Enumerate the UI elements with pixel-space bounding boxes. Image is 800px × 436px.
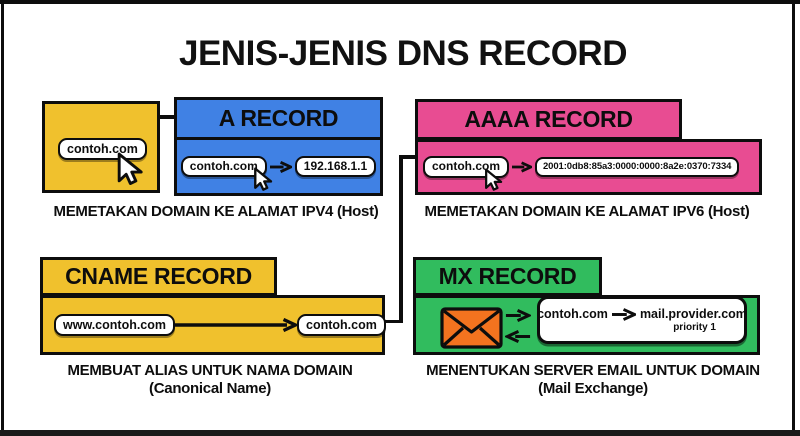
page-title: JENIS-JENIS DNS RECORD bbox=[179, 34, 627, 73]
mx-mapping-card: contoh.com mail.provider.com priority 1 bbox=[537, 296, 747, 344]
cname-record-box: www.contoh.com contoh.com bbox=[40, 295, 386, 355]
mx-mapping-row: contoh.com mail.provider.com bbox=[537, 307, 747, 321]
a-record-caption: MEMETAKAN DOMAIN KE ALAMAT IPV4 (Host) bbox=[53, 203, 379, 220]
source-domain-pill: contoh.com bbox=[58, 138, 147, 161]
mouse-cursor-icon bbox=[117, 152, 143, 185]
mouse-cursor-icon bbox=[485, 168, 503, 191]
arrow-left-icon bbox=[505, 330, 531, 343]
mx-target-text: mail.provider.com bbox=[639, 307, 747, 321]
aaaa-record-box: contoh.com 2001:0db8:85a3:0000:0000:8a2e… bbox=[415, 139, 762, 195]
arrow-right-icon bbox=[505, 309, 531, 322]
cname-record-caption: MEMBUAT ALIAS UNTUK NAMA DOMAIN (Canonic… bbox=[30, 362, 390, 398]
mx-record-title-box: MX RECORD bbox=[413, 257, 602, 296]
a-record-target-pill: 192.168.1.1 bbox=[294, 155, 377, 178]
mx-caption-sub: (Mail Exchange) bbox=[538, 380, 648, 397]
mouse-cursor-icon bbox=[254, 167, 273, 191]
connector-to-cname bbox=[384, 319, 401, 323]
cname-record-title-box: CNAME RECORD bbox=[40, 257, 277, 296]
aaaa-record-caption: MEMETAKAN DOMAIN KE ALAMAT IPV6 (Host) bbox=[424, 203, 750, 220]
cname-record-source-pill: www.contoh.com bbox=[54, 313, 176, 337]
frame-left-line bbox=[1, 0, 4, 436]
right-arrow-icon bbox=[269, 160, 292, 173]
connector-domain-to-a bbox=[158, 115, 175, 119]
aaaa-record-title-box: AAAA RECORD bbox=[415, 99, 682, 140]
mx-record-box: contoh.com mail.provider.com priority 1 bbox=[413, 295, 760, 355]
mx-source-text: contoh.com bbox=[537, 307, 608, 321]
mx-record-caption: MENENTUKAN SERVER EMAIL UNTUK DOMAIN (Ma… bbox=[413, 362, 773, 398]
mx-caption-main: MENENTUKAN SERVER EMAIL UNTUK DOMAIN bbox=[426, 362, 760, 379]
frame-right-line bbox=[792, 0, 795, 436]
right-arrow-icon bbox=[512, 161, 532, 173]
a-record-title: A RECORD bbox=[177, 100, 380, 140]
a-record-mapping-row: contoh.com 192.168.1.1 bbox=[177, 140, 380, 193]
cname-caption-main: MEMBUAT ALIAS UNTUK NAMA DOMAIN bbox=[67, 362, 353, 379]
a-record-source-pill: contoh.com bbox=[180, 155, 267, 178]
connector-vertical bbox=[399, 155, 403, 323]
source-domain-box: contoh.com bbox=[42, 101, 160, 193]
frame-top-line bbox=[0, 0, 800, 4]
a-record-box: A RECORD contoh.com 192.168.1.1 bbox=[174, 97, 383, 196]
mx-priority-text: priority 1 bbox=[673, 322, 716, 333]
aaaa-record-target-pill: 2001:0db8:85a3:0000:0000:8a2e:0370:7334 bbox=[535, 156, 740, 178]
right-arrow-icon bbox=[611, 307, 636, 321]
frame-bottom-bar bbox=[0, 430, 800, 436]
long-right-arrow-icon bbox=[175, 318, 298, 332]
cname-caption-sub: (Canonical Name) bbox=[149, 380, 271, 397]
cname-record-target-pill: contoh.com bbox=[297, 313, 386, 337]
connector-to-aaaa bbox=[399, 155, 416, 159]
email-envelope-icon bbox=[440, 307, 503, 349]
